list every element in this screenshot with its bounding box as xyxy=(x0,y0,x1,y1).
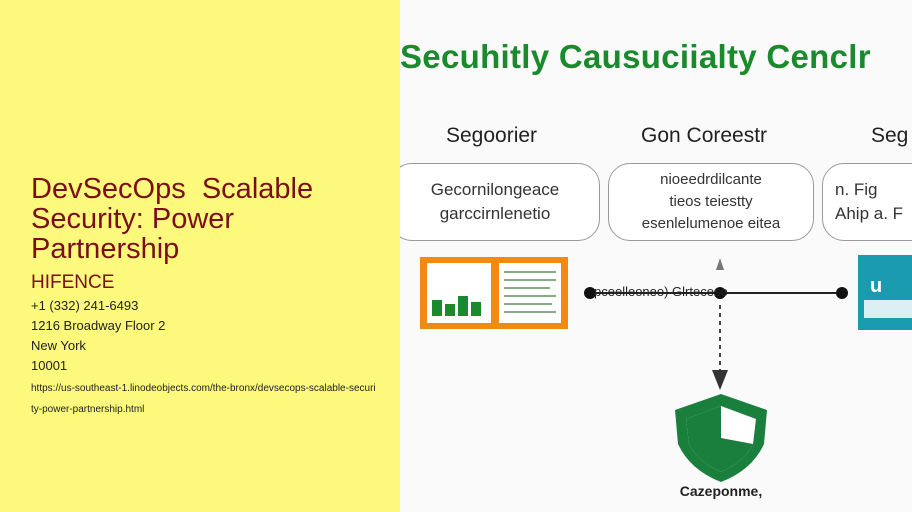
column-box-1-line-2: garccirnlenetio xyxy=(439,204,551,223)
phone-number: +1 (332) 241-6493 xyxy=(31,298,139,313)
column-box-2-line-1: nioeedrdilcante xyxy=(660,171,762,188)
info-panel: DevSecOps Scalable Security: Power Partn… xyxy=(0,0,400,512)
shield-label: Cazeponme, xyxy=(679,483,763,499)
diagram-heading: Secuhitly Causuciialty Cenclr xyxy=(400,38,871,75)
page-url[interactable]: https://us-southeast-1.linodeobjects.com… xyxy=(31,383,376,415)
column-box-2-line-2: tieos teiestty xyxy=(669,193,753,210)
address-line: 1216 Broadway Floor 2 xyxy=(31,318,166,333)
column-box-3-line-1: n. Fig xyxy=(835,180,878,199)
company-name: HIFENCE xyxy=(31,272,115,293)
svg-text:u: u xyxy=(870,275,882,297)
diagram-image: Secuhitly Causuciialty Cenclr Segoorier … xyxy=(400,0,912,512)
teal-card-icon: u xyxy=(858,255,912,330)
down-arrow-icon xyxy=(712,370,728,390)
shield-icon xyxy=(675,394,767,482)
connector-dot-right xyxy=(836,287,848,299)
up-arrow-icon xyxy=(716,258,724,270)
column-header-3: Seg xyxy=(871,124,909,147)
zip-code: 10001 xyxy=(31,358,68,373)
column-box-1-line-1: Gecornilongeace xyxy=(430,180,560,199)
connector-dot-left xyxy=(584,287,596,299)
page-title: DevSecOps Scalable Security: Power Partn… xyxy=(31,173,322,265)
flow-label: pceelleoneo) Glrteceso xyxy=(594,284,728,299)
connector-dot-center xyxy=(714,287,726,299)
column-header-2: Gon Coreestr xyxy=(641,124,768,147)
diagram-graphics: u xyxy=(420,255,912,482)
column-box-3: n. Fig Ahip a. F xyxy=(822,163,912,241)
city: New York xyxy=(31,338,86,353)
dashboard-icon xyxy=(420,257,568,329)
column-box-2: nioeedrdilcante tieos teiestty esenlelum… xyxy=(608,163,814,241)
column-header-1: Segoorier xyxy=(446,124,538,147)
column-box-3-line-2: Ahip a. F xyxy=(835,204,904,223)
column-box-2-line-3: esenlelumenoe eitea xyxy=(641,215,781,232)
column-box-1: Gecornilongeace garccirnlenetio xyxy=(400,163,600,241)
